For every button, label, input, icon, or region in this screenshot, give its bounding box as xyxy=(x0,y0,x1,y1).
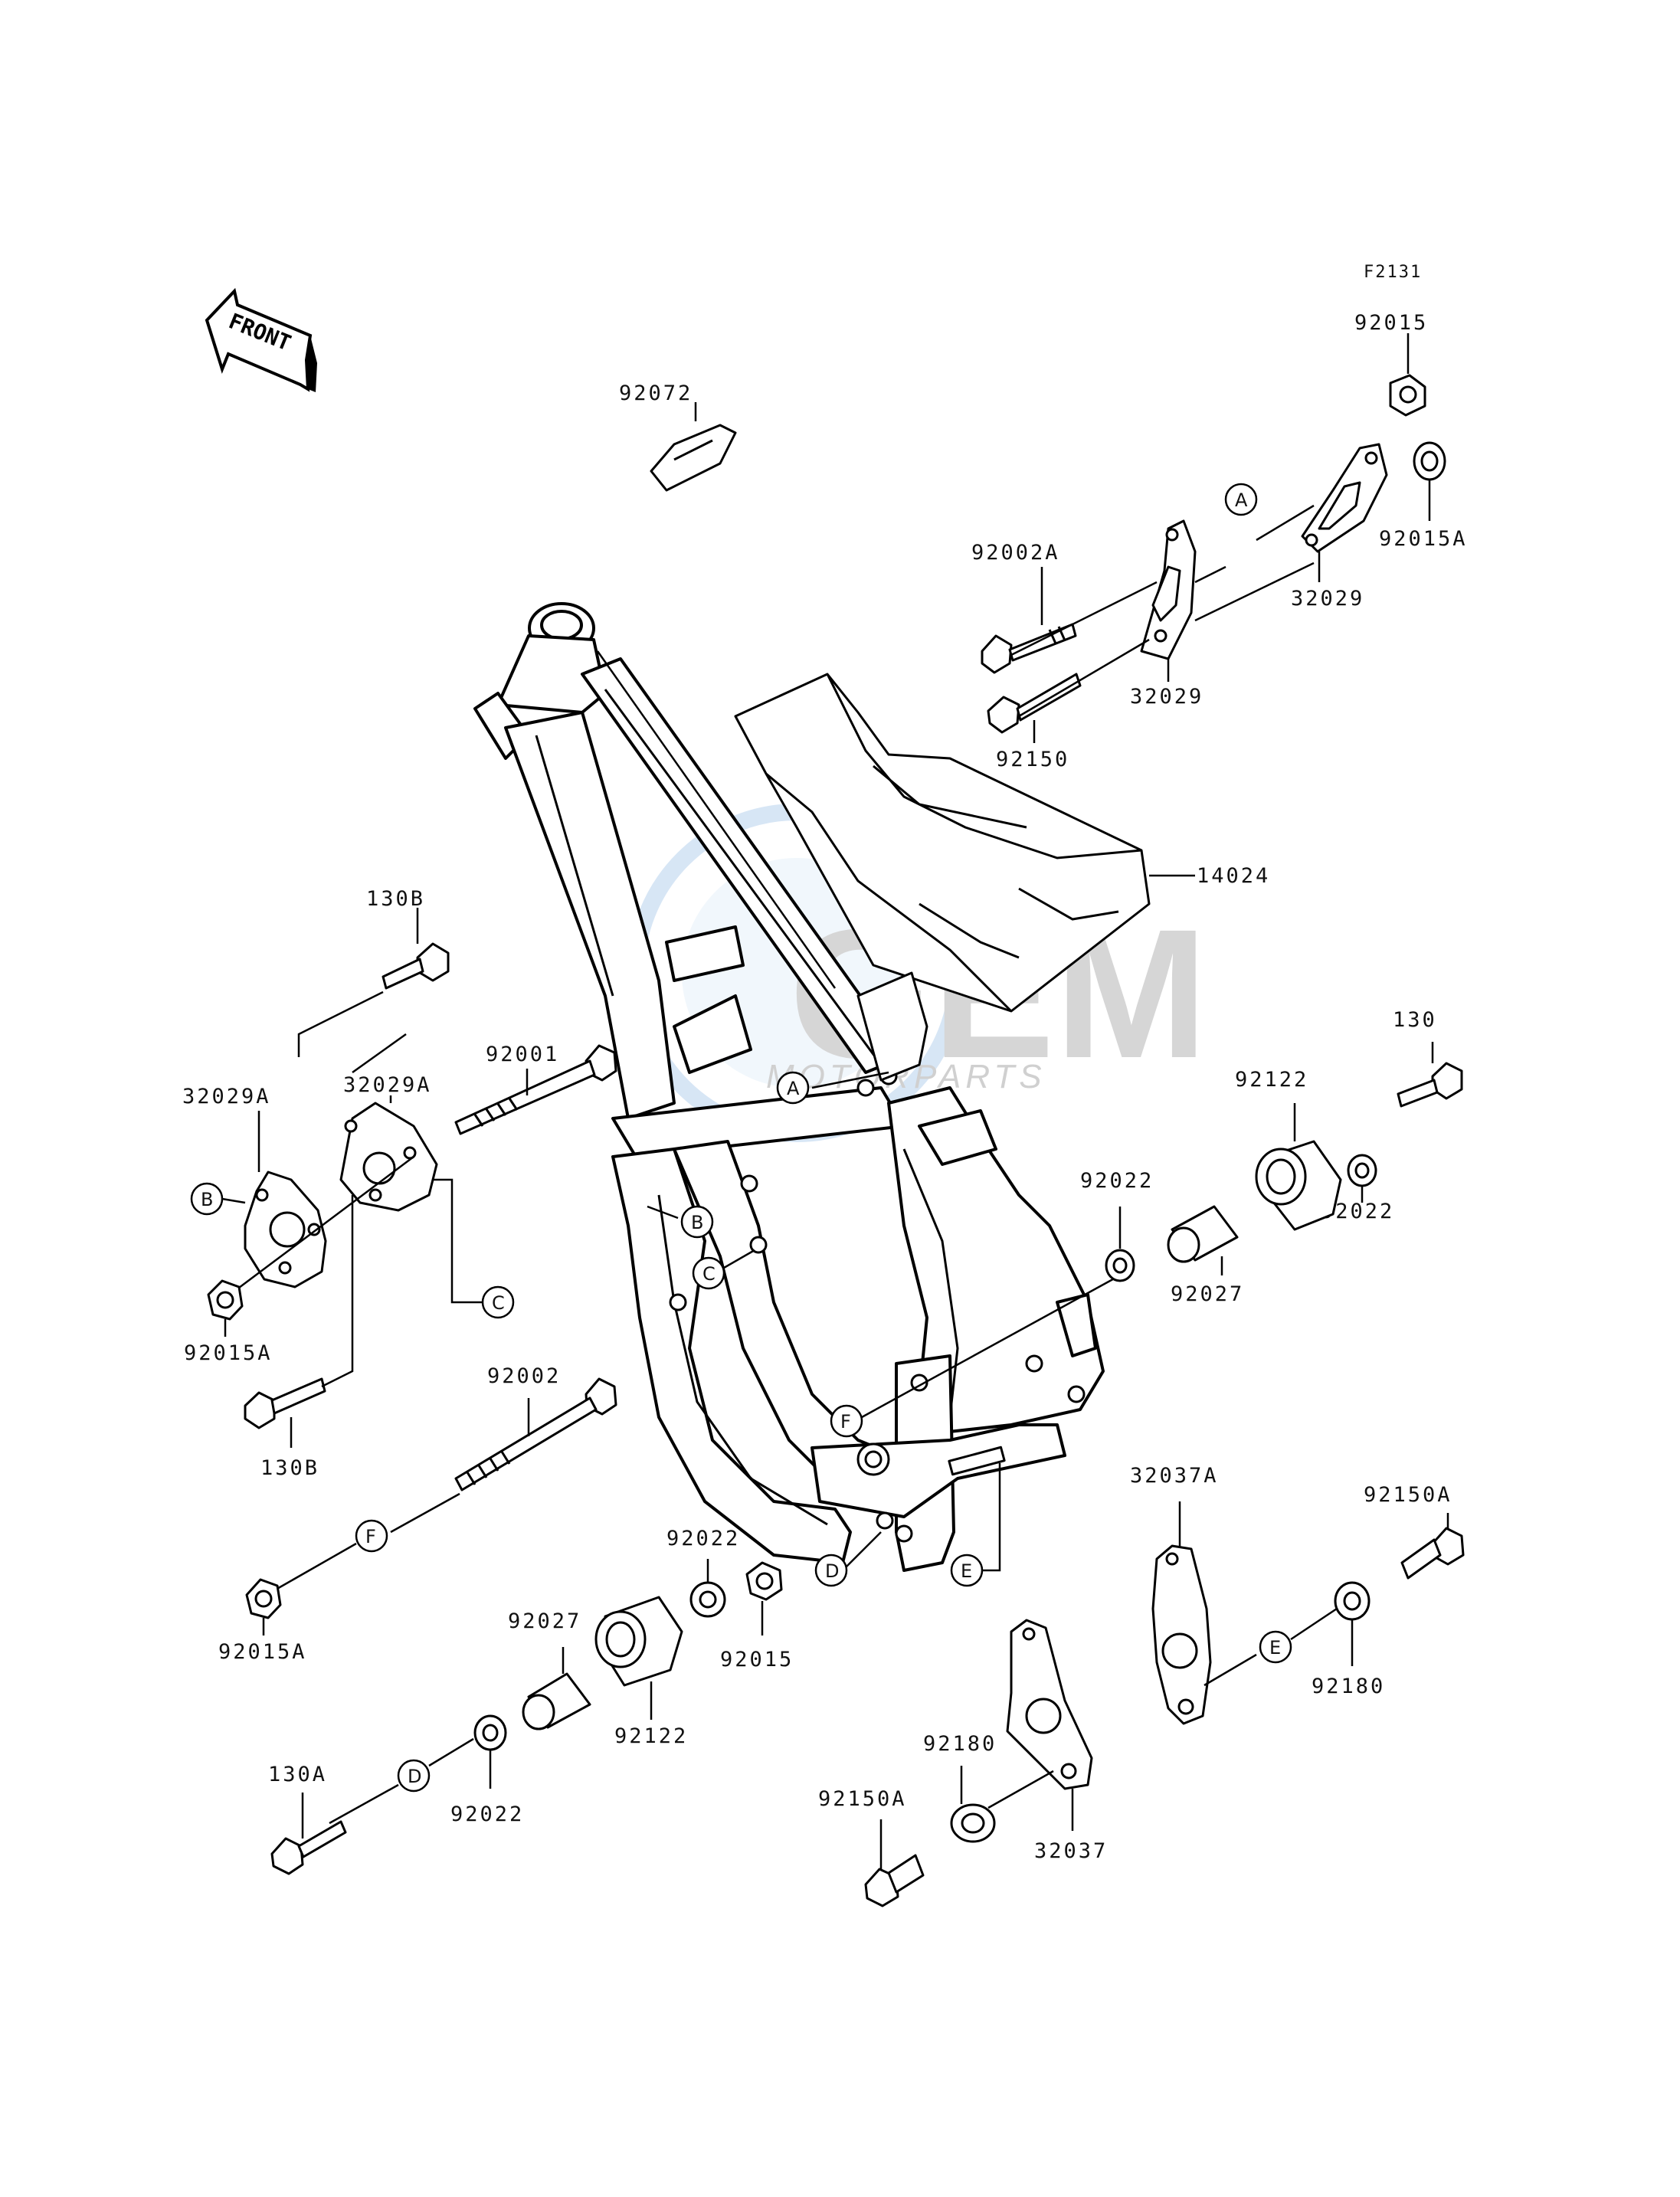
washer-92022-bottom xyxy=(473,1714,507,1751)
ref-d-frame: D xyxy=(825,1560,839,1582)
label-92002A: 92002A xyxy=(971,541,1060,565)
washer-92022-right xyxy=(1347,1154,1377,1187)
ref-marker-e-right xyxy=(1259,1630,1292,1664)
label-92122-right: 92122 xyxy=(1235,1068,1308,1092)
front-arrow-icon: FRONT xyxy=(205,287,317,392)
washer-92022-center xyxy=(689,1581,726,1618)
ref-e-right: E xyxy=(1269,1637,1281,1658)
label-32037A: 32037A xyxy=(1130,1464,1219,1488)
label-14024: 14024 xyxy=(1197,864,1270,888)
nut-92015A-bottom xyxy=(245,1578,282,1619)
bushing-92122-right xyxy=(1255,1140,1342,1231)
label-92002: 92002 xyxy=(487,1364,561,1388)
ref-marker-a-top xyxy=(1224,483,1258,516)
bolt-92150A-right xyxy=(1400,1527,1465,1580)
ref-marker-b-left xyxy=(190,1182,224,1216)
bolt-130 xyxy=(1397,1062,1463,1108)
washer-92180-right xyxy=(1334,1581,1371,1621)
ref-f-left: F xyxy=(365,1526,376,1547)
label-32029A-left: 32029A xyxy=(182,1085,271,1108)
plate-32029A-right xyxy=(339,1102,438,1212)
ref-c-left: C xyxy=(492,1292,505,1314)
label-92180-right: 92180 xyxy=(1312,1675,1385,1698)
ref-a-top: A xyxy=(1235,489,1248,511)
ref-marker-b-frame xyxy=(680,1205,714,1239)
bushing-92122-left xyxy=(594,1596,683,1687)
label-32037: 32037 xyxy=(1034,1839,1108,1863)
plate-32029-right xyxy=(1301,443,1388,553)
label-130: 130 xyxy=(1393,1008,1437,1032)
ref-b-frame: B xyxy=(691,1212,703,1233)
nut-92015-top xyxy=(1389,374,1426,417)
label-92022-bottom: 92022 xyxy=(450,1802,524,1826)
bolt-92002 xyxy=(454,1377,617,1491)
label-92122-left: 92122 xyxy=(614,1724,688,1748)
ref-d-bottom: D xyxy=(408,1766,421,1787)
label-92015A-left: 92015A xyxy=(184,1341,273,1365)
washer-92180-bottom xyxy=(950,1803,996,1843)
label-92015A-right: 92015A xyxy=(1379,527,1468,551)
ref-marker-c-left xyxy=(481,1285,515,1319)
collar-92027-right xyxy=(1167,1205,1239,1263)
guard-14024 xyxy=(734,673,1151,1082)
bolt-92002A xyxy=(981,623,1077,674)
ref-c-frame: C xyxy=(702,1263,716,1285)
bolt-92150A-bottom xyxy=(864,1854,925,1907)
ref-marker-d-bottom xyxy=(397,1759,431,1793)
link-32037A xyxy=(1151,1544,1212,1725)
label-92150A-right: 92150A xyxy=(1364,1483,1452,1507)
label-92180-bottom: 92180 xyxy=(923,1732,997,1756)
bolt-130B-top xyxy=(382,942,450,990)
label-92022-mid: 92022 xyxy=(1080,1169,1154,1193)
bolt-130A xyxy=(270,1820,347,1875)
nut-92015A-left xyxy=(207,1279,244,1321)
washer-92022-mid xyxy=(1105,1249,1135,1282)
label-92001: 92001 xyxy=(486,1043,559,1066)
label-92150A-bottom: 92150A xyxy=(818,1787,907,1811)
label-130A: 130A xyxy=(268,1763,327,1786)
plate-32029A-left xyxy=(244,1171,327,1288)
ref-marker-f-left xyxy=(355,1519,388,1553)
collar-92027-left xyxy=(522,1672,591,1730)
label-92027-right: 92027 xyxy=(1171,1282,1244,1306)
bolt-92001 xyxy=(454,1044,617,1135)
label-92150: 92150 xyxy=(996,748,1069,771)
plate-32029-mid xyxy=(1140,519,1197,660)
label-92015-center: 92015 xyxy=(720,1648,794,1671)
label-92015A-bottom: 92015A xyxy=(218,1640,307,1664)
ref-f-frame: F xyxy=(840,1411,851,1432)
label-32029-right: 32029 xyxy=(1291,587,1364,611)
label-32029A-right: 32029A xyxy=(343,1073,432,1097)
ref-marker-c-frame xyxy=(692,1256,725,1290)
ref-b-left: B xyxy=(201,1189,213,1210)
label-92015-top: 92015 xyxy=(1354,311,1428,335)
ref-marker-f-frame xyxy=(830,1404,863,1438)
motorcycle-frame xyxy=(473,602,1105,1572)
label-92027-left: 92027 xyxy=(508,1609,581,1633)
label-92072: 92072 xyxy=(619,381,693,405)
ref-marker-d-frame xyxy=(814,1554,848,1587)
label-92022-center: 92022 xyxy=(666,1527,740,1550)
diagram-code: F2131 xyxy=(1364,263,1422,282)
ref-e-frame: E xyxy=(961,1560,972,1582)
clip-92072 xyxy=(650,424,737,492)
ref-marker-a-frame xyxy=(776,1071,810,1105)
label-130B-bottom: 130B xyxy=(260,1456,319,1480)
nut-92015A-right xyxy=(1413,441,1446,481)
ref-a-frame: A xyxy=(787,1078,800,1099)
nut-92015-center xyxy=(745,1561,783,1601)
link-32037 xyxy=(1006,1619,1093,1790)
bolt-130B-bottom xyxy=(244,1377,326,1429)
label-32029-mid: 32029 xyxy=(1130,685,1204,709)
label-130B-top: 130B xyxy=(366,887,425,911)
